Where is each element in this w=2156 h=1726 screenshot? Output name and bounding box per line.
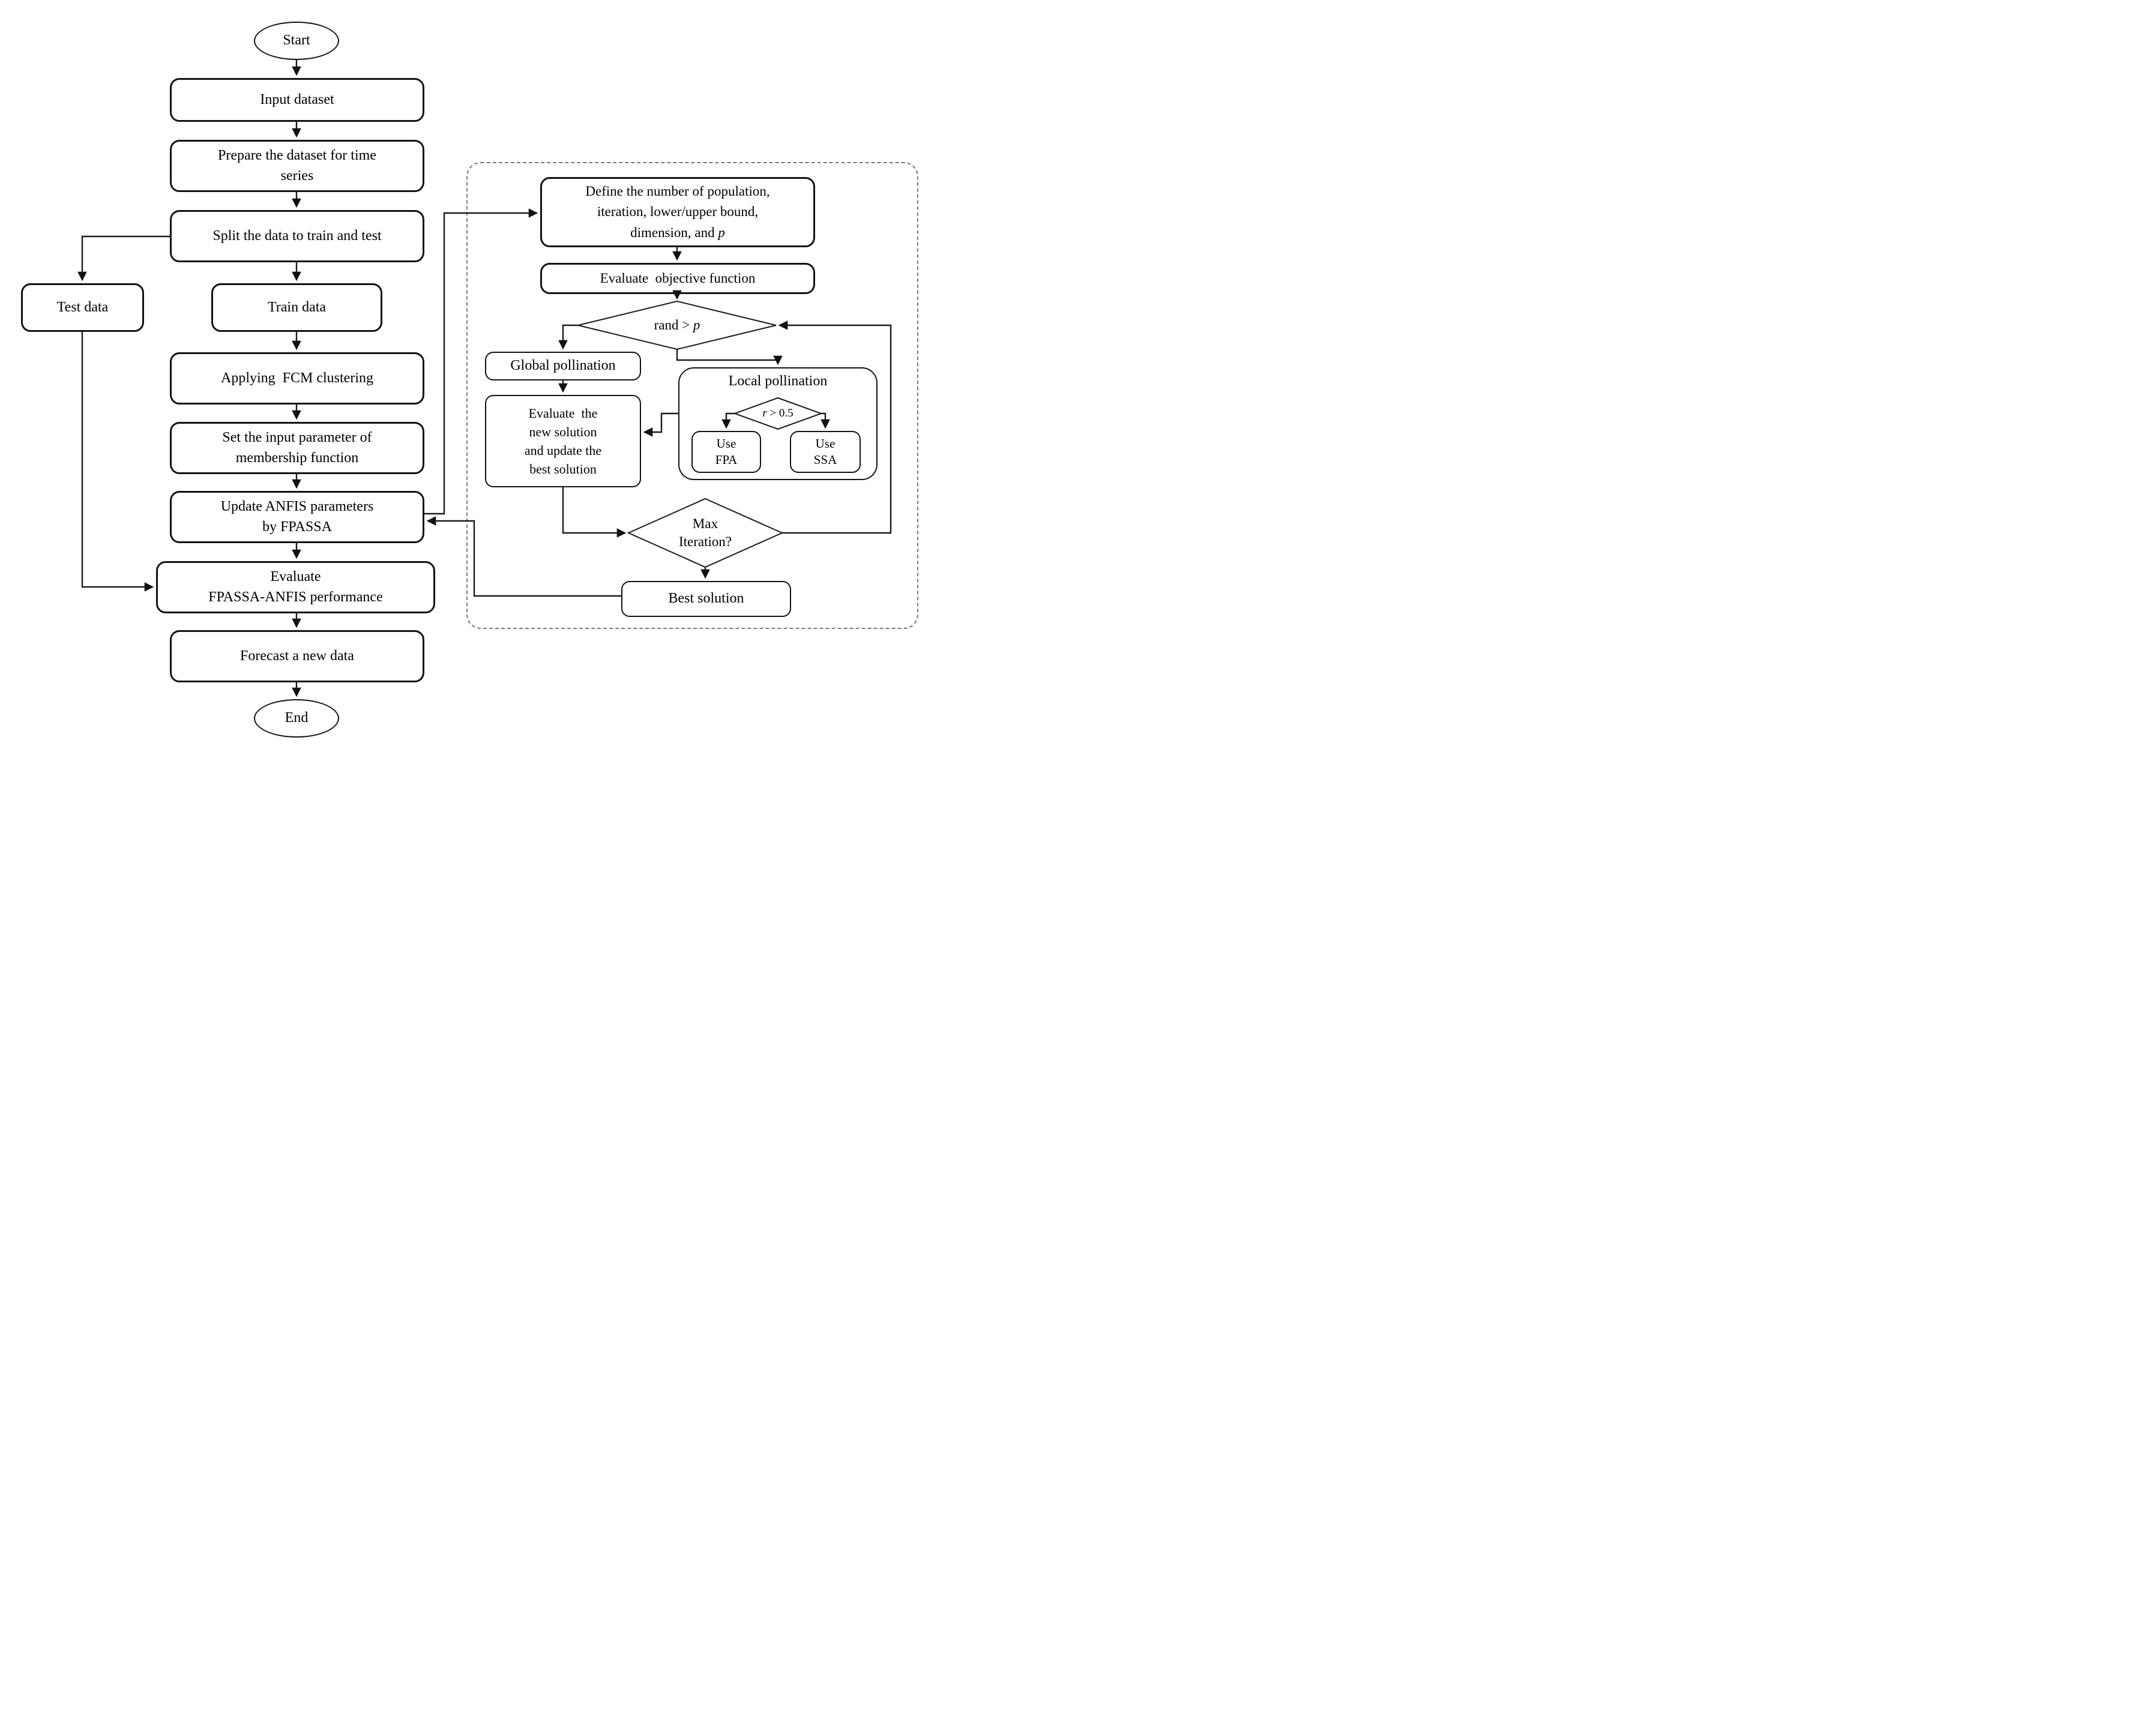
split-data-label: Split the data to train and test bbox=[212, 227, 382, 244]
fpassa-subprocess-dashed-container bbox=[466, 162, 918, 629]
set-membership-box: Set the input parameter of membership fu… bbox=[170, 422, 424, 474]
prepare-dataset-box: Prepare the dataset for time series bbox=[170, 140, 424, 192]
define-params-line3-text: dimension, and bbox=[630, 224, 718, 240]
flowchart-edges-layer bbox=[77, 60, 892, 697]
test-data-box: Test data bbox=[21, 283, 144, 332]
evaluate-objective-label: Evaluate objective function bbox=[600, 271, 756, 286]
start-label: Start bbox=[283, 32, 310, 49]
train-data-label: Train data bbox=[267, 299, 327, 315]
r-symbol: r bbox=[762, 406, 767, 419]
rand-gt-p-label: rand > p bbox=[617, 316, 737, 334]
global-pollination-label: Global pollination bbox=[510, 358, 616, 374]
max-iteration-label: Max Iteration? bbox=[663, 514, 747, 552]
use-ssa-label: Use SSA bbox=[813, 436, 837, 467]
edge-rand-to-global-pollination bbox=[558, 324, 578, 350]
forecast-box: Forecast a new data bbox=[170, 630, 424, 682]
local-pollination-text: Local pollination bbox=[728, 373, 828, 389]
edge-update-anfis-to-define-params bbox=[424, 208, 538, 515]
define-params-line1: Define the number of population, bbox=[585, 183, 770, 199]
best-solution-label: Best solution bbox=[668, 591, 744, 607]
rand-p-symbol: p bbox=[693, 317, 700, 333]
edge-best-solution-to-update-anfis bbox=[426, 516, 621, 597]
end-label: End bbox=[285, 710, 309, 726]
edge-max-iteration-loop-to-rand bbox=[778, 320, 892, 534]
edge-test-to-evaluate-performance bbox=[81, 332, 154, 592]
input-dataset-label: Input dataset bbox=[260, 91, 334, 107]
define-params-line2: iteration, lower/upper bound, bbox=[597, 204, 759, 220]
start-terminator: Start bbox=[254, 22, 339, 60]
forecast-label: Forecast a new data bbox=[240, 648, 354, 664]
evaluate-new-solution-label: Evaluate the new solution and update the… bbox=[524, 405, 602, 477]
define-params-p-symbol: p bbox=[718, 224, 725, 240]
define-params-line3: dimension, and p bbox=[630, 223, 725, 244]
r-gt-05-label: r > 0.5 bbox=[736, 405, 820, 422]
use-ssa-box: Use SSA bbox=[790, 431, 861, 473]
edge-r-decision-to-use-fpa bbox=[721, 412, 735, 429]
evaluate-performance-box: Evaluate FPASSA-ANFIS performance bbox=[156, 561, 435, 613]
best-solution-box: Best solution bbox=[621, 581, 791, 617]
r-gt-05-diamond bbox=[733, 397, 823, 430]
edge-r-decision-to-use-ssa bbox=[821, 412, 830, 429]
input-dataset-box: Input dataset bbox=[170, 78, 424, 122]
edge-evaluate-new-solution-to-max-iteration bbox=[562, 487, 627, 538]
update-anfis-box: Update ANFIS parameters by FPASSA bbox=[170, 491, 424, 543]
max-iteration-text: Max Iteration? bbox=[678, 516, 732, 549]
edge-local-to-evaluate-new-solution bbox=[643, 412, 678, 437]
evaluate-performance-label: Evaluate FPASSA-ANFIS performance bbox=[208, 569, 383, 605]
global-pollination-box: Global pollination bbox=[485, 352, 641, 380]
define-params-box: Define the number of population, iterati… bbox=[540, 177, 815, 247]
update-anfis-label: Update ANFIS parameters by FPASSA bbox=[220, 499, 374, 535]
split-data-box: Split the data to train and test bbox=[170, 210, 424, 262]
rand-text: rand > bbox=[654, 317, 693, 333]
evaluate-new-solution-box: Evaluate the new solution and update the… bbox=[485, 395, 641, 487]
edge-split-to-test bbox=[77, 235, 170, 281]
edge-rand-to-local-pollination bbox=[676, 349, 783, 365]
flowchart-canvas: Start Input dataset Prepare the dataset … bbox=[0, 0, 935, 748]
end-terminator: End bbox=[254, 699, 339, 738]
r-threshold-text: > 0.5 bbox=[766, 406, 793, 419]
test-data-label: Test data bbox=[56, 299, 109, 315]
local-pollination-label: Local pollination bbox=[678, 373, 878, 389]
train-data-box: Train data bbox=[211, 283, 382, 332]
use-fpa-label: Use FPA bbox=[715, 436, 738, 467]
prepare-dataset-label: Prepare the dataset for time series bbox=[218, 148, 376, 184]
fcm-clustering-label: Applying FCM clustering bbox=[220, 370, 373, 386]
fcm-clustering-box: Applying FCM clustering bbox=[170, 352, 424, 404]
use-fpa-box: Use FPA bbox=[691, 431, 761, 473]
set-membership-label: Set the input parameter of membership fu… bbox=[222, 430, 372, 466]
